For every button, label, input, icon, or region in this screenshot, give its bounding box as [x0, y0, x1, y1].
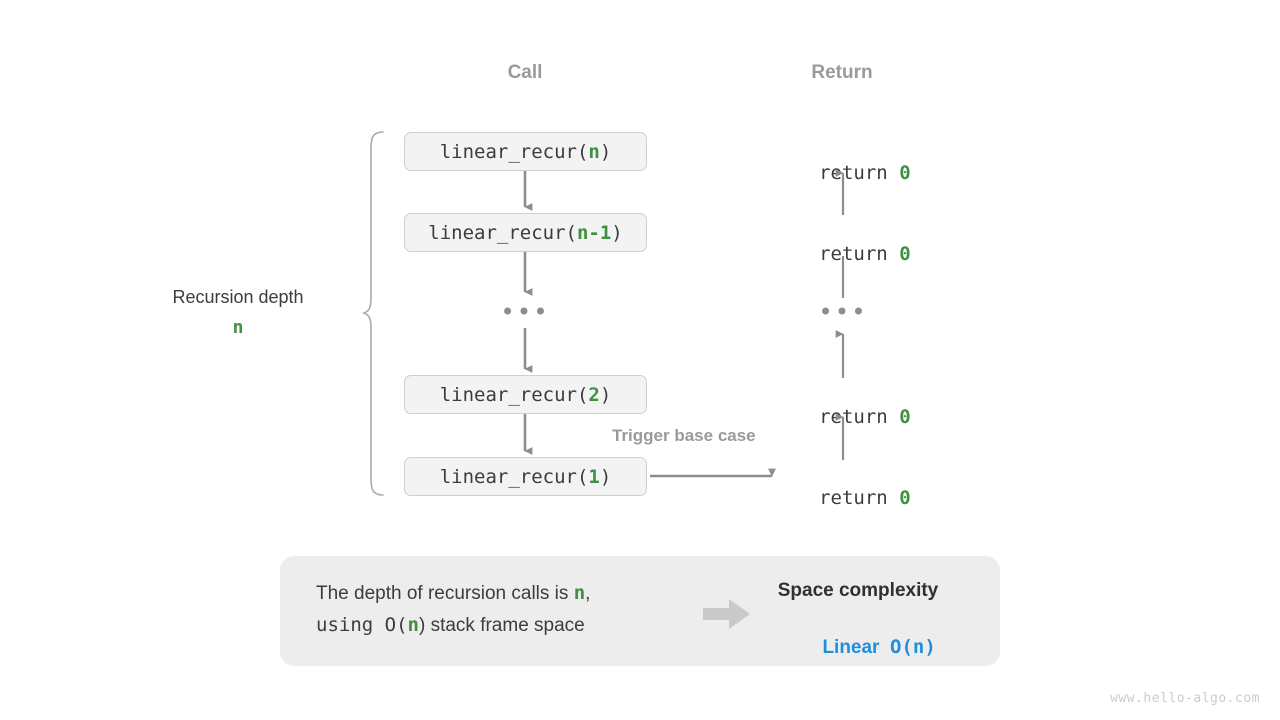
call-frame-prefix: linear_recur(: [439, 383, 589, 406]
call-frame-arg: n-1: [576, 221, 612, 244]
complexity-kind: Linear: [822, 637, 880, 658]
recursion-depth-text: Recursion depth: [172, 287, 304, 307]
return-value: 0: [899, 162, 911, 184]
return-value: 0: [899, 487, 911, 509]
call-frame-arg: n: [588, 140, 600, 163]
return-statement: return 0: [742, 221, 942, 287]
return-value: 0: [899, 406, 911, 428]
call-frame-prefix: linear_recur(: [439, 465, 589, 488]
return-value: 0: [899, 243, 911, 265]
call-frame-suffix: ): [611, 221, 623, 244]
call-frame-box: linear_recur(n): [404, 132, 647, 171]
call-frame-box: linear_recur(1): [404, 457, 647, 496]
return-keyword: return: [819, 406, 900, 428]
recursion-depth-value: n: [232, 317, 244, 338]
summary-line-2: using O(n) stack frame space: [316, 610, 590, 642]
call-frame-box: linear_recur(n-1): [404, 213, 647, 252]
call-frame-suffix: ): [599, 383, 612, 406]
call-frame-box: linear_recur(2): [404, 375, 647, 414]
summary-line1-post: ,: [585, 583, 591, 604]
call-frame-prefix: linear_recur(: [428, 221, 577, 244]
complexity-value: Linear O(n): [740, 614, 976, 681]
trigger-base-case-label: Trigger base case: [612, 426, 756, 445]
call-frame-suffix: ): [599, 140, 612, 163]
return-keyword: return: [819, 162, 900, 184]
summary-line2-variable: n: [407, 613, 419, 636]
column-header-call: Call: [507, 62, 543, 83]
summary-description: The depth of recursion calls is n, using…: [316, 578, 590, 642]
summary-line2-post: ) stack frame space: [418, 614, 585, 636]
call-frame-prefix: linear_recur(: [439, 140, 589, 163]
complexity-title: Space complexity: [777, 580, 939, 601]
summary-line1-pre: The depth of recursion calls is: [316, 583, 574, 604]
right-block-arrow-icon: [703, 599, 750, 629]
return-keyword: return: [819, 243, 900, 265]
summary-line-1: The depth of recursion calls is n,: [316, 578, 590, 610]
return-statement: return 0: [742, 465, 942, 531]
ellipsis-return: •••: [818, 298, 868, 326]
call-frame-arg: 2: [588, 383, 600, 406]
summary-line2-pre: using O(: [316, 613, 408, 636]
column-header-return: Return: [811, 62, 873, 83]
watermark: www.hello-algo.com: [1110, 691, 1260, 706]
summary-line1-variable: n: [573, 582, 586, 604]
recursion-depth-label: Recursion depth n: [110, 284, 366, 341]
complexity-notation: O(n): [890, 636, 936, 658]
ellipsis-call: •••: [500, 298, 550, 326]
recursion-depth-brace: [361, 131, 384, 496]
call-frame-suffix: ): [599, 465, 612, 488]
summary-panel: The depth of recursion calls is n, using…: [280, 556, 1000, 666]
return-statement: return 0: [742, 384, 942, 450]
complexity-summary: Space complexity Linear O(n): [740, 580, 976, 681]
return-keyword: return: [819, 487, 900, 509]
complexity-gap: [879, 637, 890, 658]
return-statement: return 0: [742, 140, 942, 206]
call-frame-arg: 1: [588, 465, 600, 488]
